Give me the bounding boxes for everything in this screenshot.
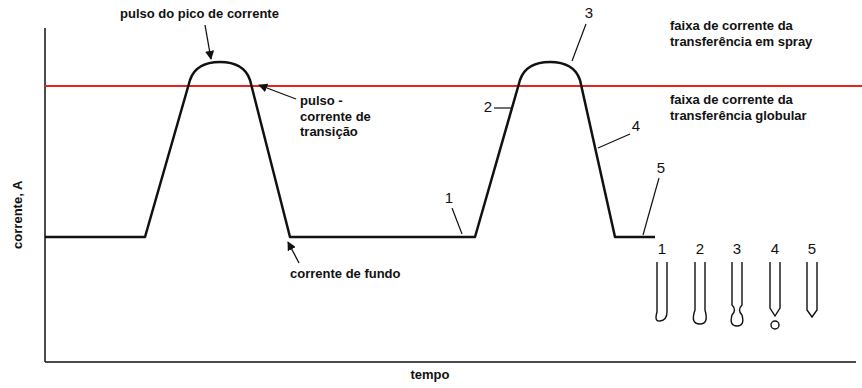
electrode-icon [770,262,780,316]
leader-arrow [288,242,299,263]
droplet [771,321,779,329]
leader-arrow [259,85,296,99]
electrode-icon [693,262,706,324]
leader-line [452,208,462,234]
background-current-label: corrente de fundo [290,266,401,282]
electrode-icon [731,262,743,326]
transition-current-label: pulso - corrente de transição [300,93,388,140]
leader-line [572,24,586,61]
callout-number: 4 [765,240,785,258]
callout-number: 5 [651,159,671,177]
range-label: faixa de corrente da transferência em sp… [670,18,858,49]
leader-line [598,134,630,148]
leader-line [643,178,659,235]
axis-title: tempo [390,367,470,383]
callout-number: 2 [690,240,710,258]
callout-number: 5 [802,240,822,258]
axis-title: corrente, A [10,155,26,275]
range-label: faixa de corrente da transferência globu… [670,92,858,123]
callout-number: 2 [478,98,498,116]
electrode-icon [656,262,667,321]
leader-line [494,107,511,108]
callout-number: 3 [579,4,599,22]
x-axis [45,361,856,363]
callout-number: 1 [652,240,672,258]
callout-number: 4 [626,117,646,135]
y-axis [44,28,46,362]
callout-number: 3 [727,240,747,258]
current-waveform [45,62,655,237]
leader-arrow [205,25,211,59]
electrode-icon [807,262,817,317]
callout-number: 1 [439,189,459,207]
peak-current-label: pulso do pico de corrente [120,6,279,22]
transition-line [45,85,862,87]
